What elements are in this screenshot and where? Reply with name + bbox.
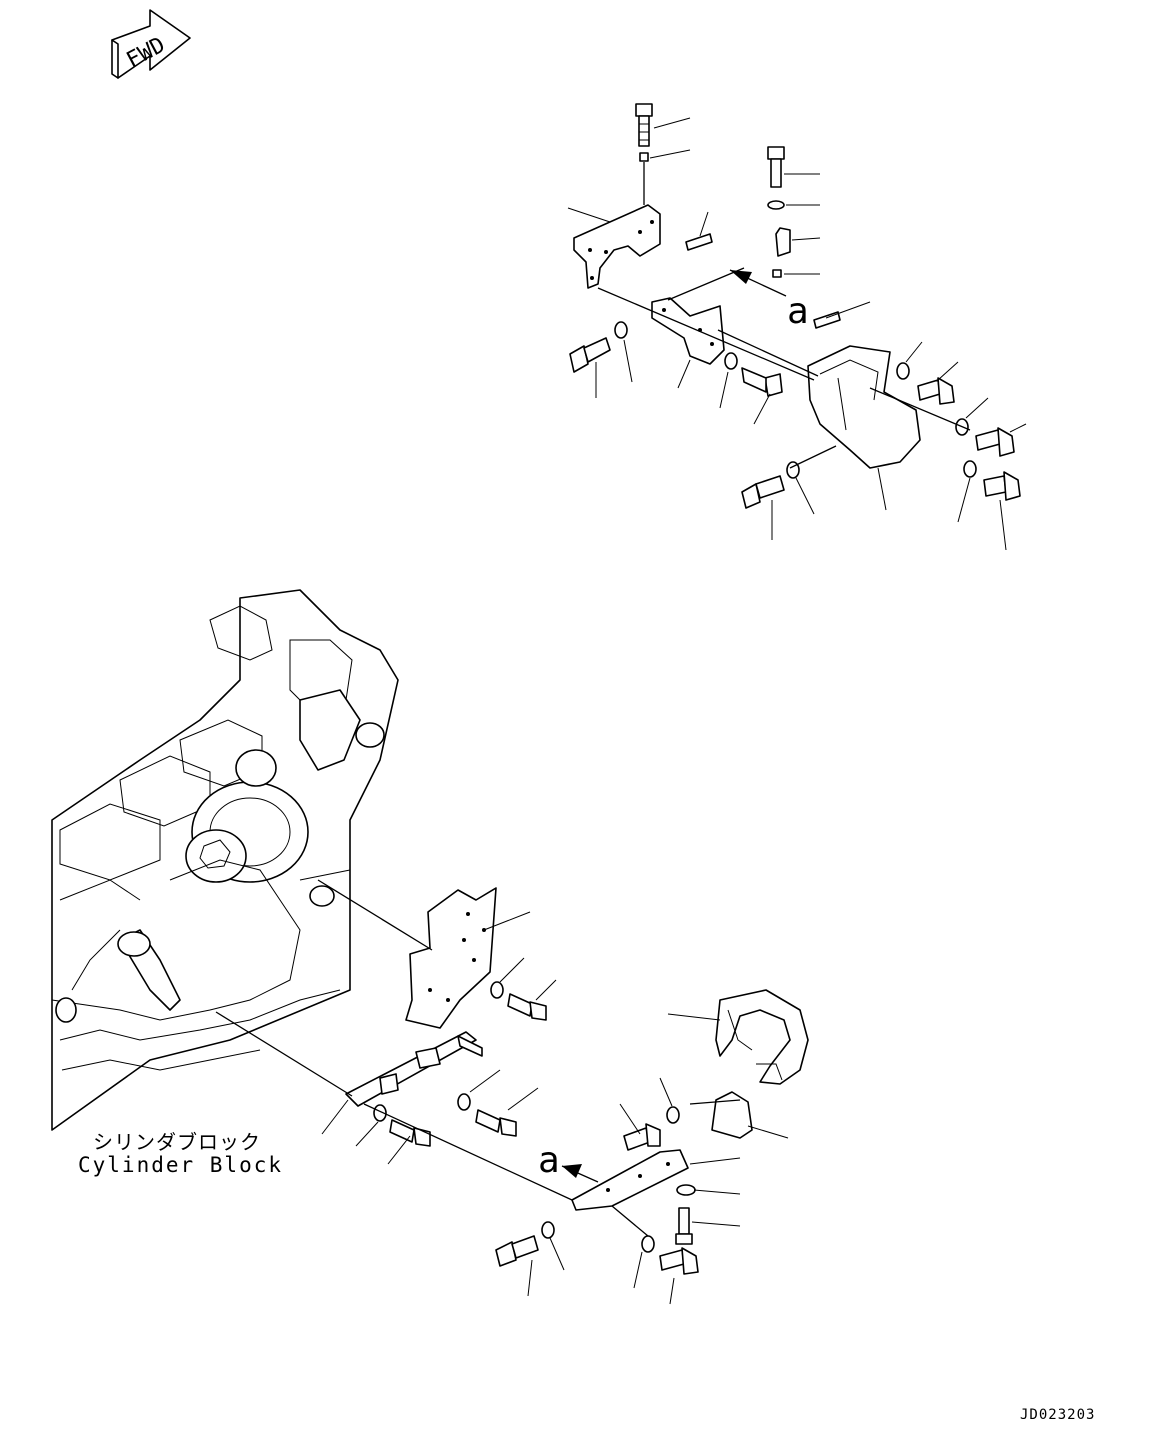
long-rail (345, 1031, 477, 1107)
bolt-right-2 (975, 427, 1015, 457)
view-marker-lower: a (538, 1140, 560, 1181)
washer-right-stack (767, 200, 785, 210)
lower-bracket-assembly: a (215, 879, 809, 1305)
cylinder-block-label-en: Cylinder Block (78, 1153, 284, 1177)
bolt-left-upper (569, 337, 611, 373)
spacer-top (639, 152, 649, 162)
small-l-bracket (711, 1091, 753, 1139)
bolt-bottom-upper (741, 475, 785, 509)
lower-long-bracket (571, 1149, 689, 1211)
bolt-mid-upper (741, 367, 783, 397)
large-bracket-right (807, 345, 921, 469)
leader-lines-upper (567, 117, 1027, 551)
pin-right (813, 311, 841, 329)
lower-left-bracket (405, 887, 497, 1029)
middle-bracket (651, 297, 725, 365)
bolt-lower-left-bracket (507, 993, 547, 1021)
bolt-right-3 (983, 471, 1021, 501)
upper-bracket-assembly: a (567, 103, 1027, 551)
clip-right-stack (775, 227, 791, 257)
bolt-rail-right (475, 1109, 517, 1137)
bolt-top (635, 103, 653, 147)
engine-cover-shield (715, 989, 809, 1085)
bolt-rail-left (389, 1119, 431, 1147)
bolt-right-1 (917, 377, 955, 405)
bolt-lower-right (659, 1247, 699, 1275)
leader-lines-lower (321, 911, 789, 1305)
upper-bracket-plate (573, 204, 661, 289)
bolt-lower-left (495, 1235, 539, 1267)
pin-upper (685, 233, 713, 251)
drawing-code: JD023203 (1020, 1407, 1096, 1423)
cylinder-block-label-jp: シリンダブロック (93, 1130, 261, 1154)
cylinder-block-illustration (51, 589, 399, 1131)
view-marker-upper: a (787, 291, 809, 332)
fwd-arrow-badge: FWD (111, 9, 191, 79)
bolt-small-bracket (623, 1123, 661, 1151)
